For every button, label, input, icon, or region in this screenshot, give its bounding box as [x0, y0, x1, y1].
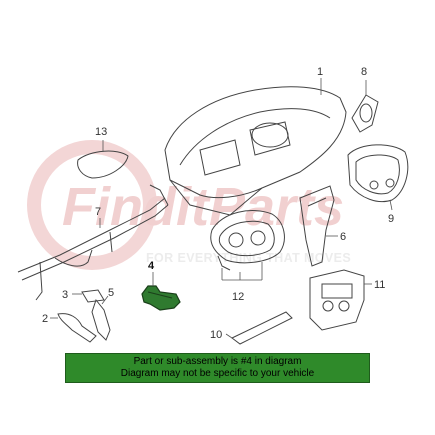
notice-line-2: Diagram may not be specific to your vehi… — [120, 368, 315, 379]
part-7-crossbar — [17, 184, 169, 301]
callout-11: 11 — [374, 279, 385, 291]
callout-8: 8 — [361, 66, 367, 78]
watermark-tagline: FOR EVERYTHING THAT MOVES — [146, 251, 351, 265]
part-dashboard — [164, 78, 347, 216]
notice-line-1: Part or sub-assembly is #4 in diagram — [133, 356, 302, 367]
callout-6: 6 — [340, 231, 346, 243]
watermark-logo-ring — [27, 140, 157, 270]
callout-12: 12 — [232, 291, 244, 303]
callout-1: 1 — [317, 66, 323, 78]
callout-2: 2 — [42, 313, 48, 325]
callout-5: 5 — [108, 287, 114, 299]
part-10 — [225, 311, 293, 345]
watermark-brand: FinditParts — [62, 177, 344, 237]
part-13 — [77, 140, 129, 179]
part-2 — [50, 313, 97, 343]
callout-3: 3 — [62, 289, 68, 301]
part-5 — [91, 295, 111, 341]
callout-9: 9 — [388, 213, 394, 225]
part-4-highlighted — [141, 272, 181, 311]
callout-10: 10 — [210, 329, 222, 341]
part-3 — [72, 289, 105, 303]
assembly-notice-banner: Part or sub-assembly is #4 in diagram Di… — [65, 353, 370, 383]
part-9 — [347, 144, 409, 211]
part-8 — [351, 80, 379, 133]
watermark: FinditParts FOR EVERYTHING THAT MOVES — [27, 140, 351, 270]
callout-7: 7 — [95, 206, 101, 218]
part-12-cluster — [210, 210, 285, 281]
part-11 — [309, 269, 372, 331]
part-6 — [299, 185, 338, 267]
callout-4: 4 — [148, 260, 155, 272]
callout-13: 13 — [95, 126, 107, 138]
